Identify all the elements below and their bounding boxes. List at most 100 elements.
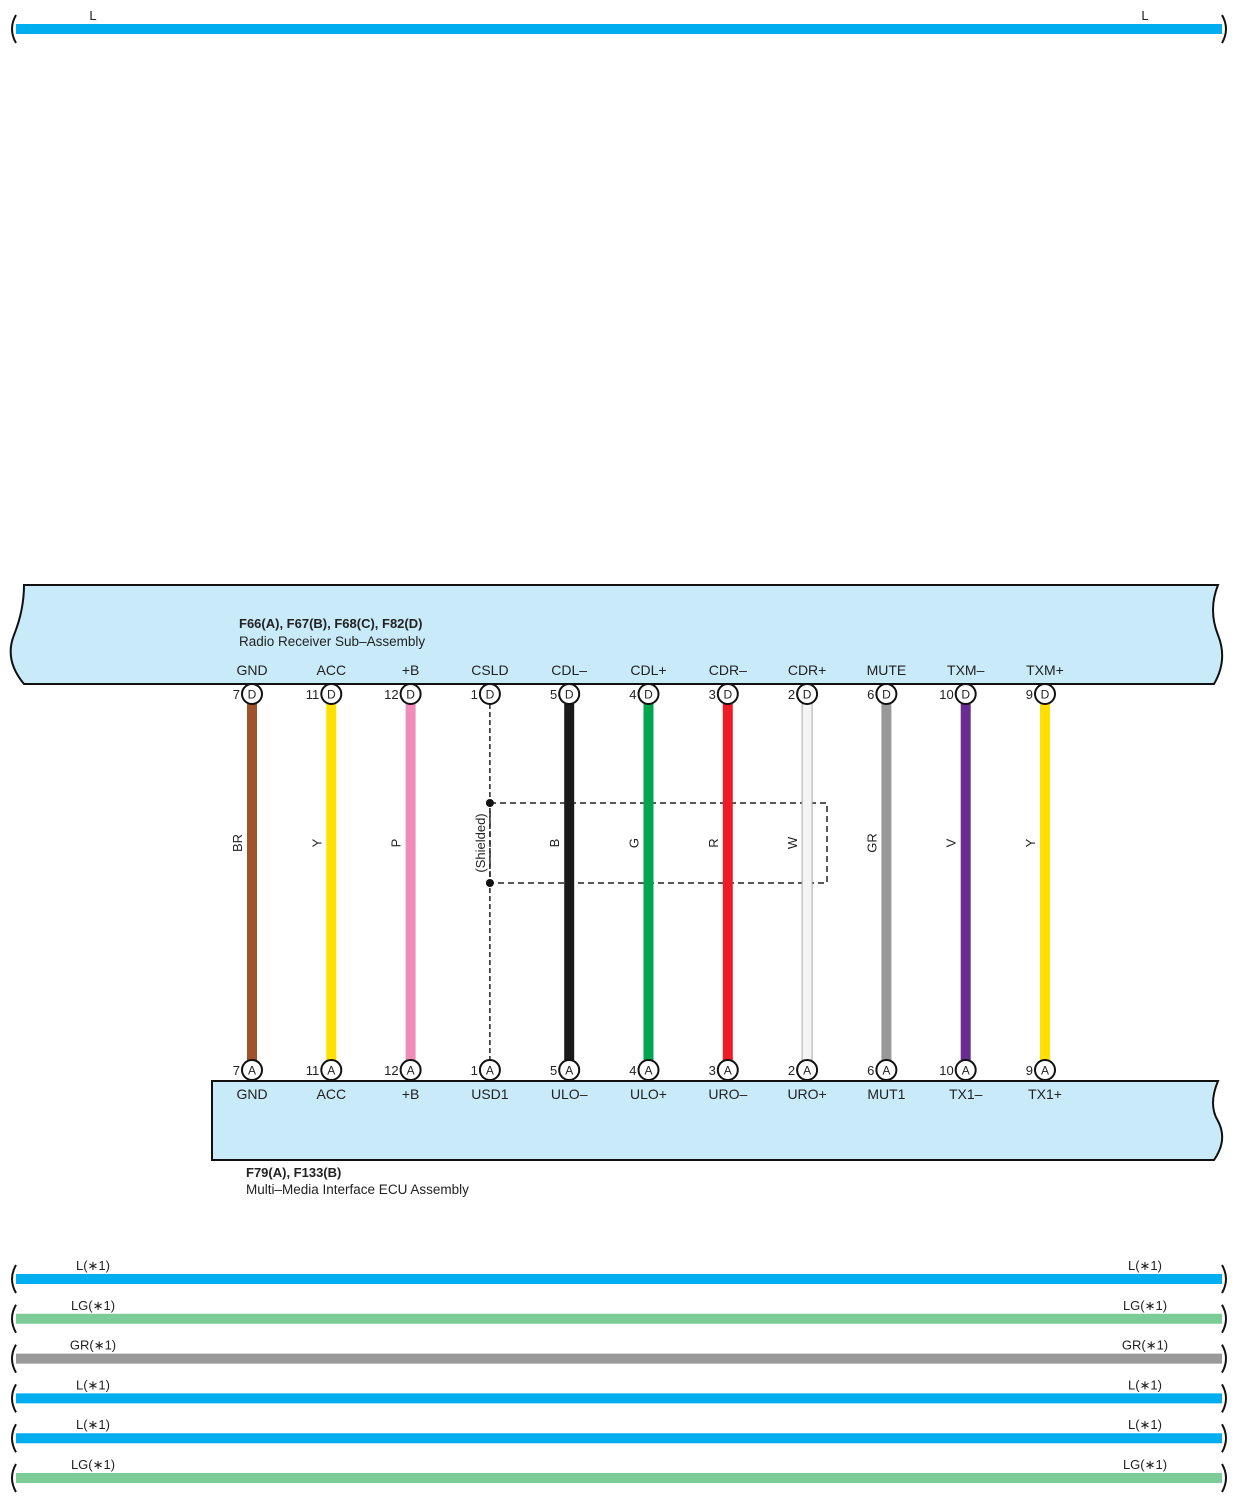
bottom-connector-letter: A [1041, 1064, 1049, 1078]
top-pin-label: CSLD [471, 662, 508, 678]
bus-break-right [1221, 1383, 1227, 1413]
top-connector-letter: D [327, 688, 336, 702]
wire-color-code: GR [864, 833, 879, 853]
wire-color-code: B [547, 839, 562, 848]
bottom-connector-letter: A [565, 1064, 573, 1078]
bus-break-left [11, 1423, 17, 1453]
bottom-terminal [399, 1059, 422, 1081]
top-pin-label: TXM– [947, 662, 985, 678]
top-terminal [875, 683, 898, 705]
bottom-pin-number: 9 [1026, 1063, 1033, 1078]
radio-receiver-name: Radio Receiver Sub–Assembly [239, 634, 425, 649]
bottom-pin-number: 4 [629, 1063, 636, 1078]
top-connector-letter: D [723, 688, 732, 702]
bottom-bus-group: L(∗1) L(∗1) LG(∗1) LG(∗1) GR(∗1)GR(∗1) L(∗1) L… [11, 1258, 1227, 1493]
bus-break-left [11, 14, 17, 44]
bus-wire: GR(∗1)GR(∗1) [11, 1338, 1227, 1374]
top-pin-label: CDL– [551, 662, 587, 678]
bottom-pin-number: 2 [788, 1063, 795, 1078]
bottom-pin-number: 6 [867, 1063, 874, 1078]
bus-label-left: L(∗1) [76, 1258, 110, 1273]
top-pin-label: ACC [317, 662, 347, 678]
top-terminal [478, 683, 501, 705]
bus-label-left: LG(∗1) [71, 1457, 115, 1472]
bus-label-right: LG(∗1) [1123, 1298, 1167, 1313]
bottom-pin-number: 7 [233, 1063, 240, 1078]
bottom-connector-letter: A [644, 1064, 652, 1078]
bus-break-right [1221, 1304, 1227, 1334]
top-connector-letter: D [961, 688, 970, 702]
top-pin-label: CDL+ [630, 662, 666, 678]
wire-group: BRD7GNDA7GNDYD11ACCA11ACCPD12+BA12+BD1CS… [230, 662, 1064, 1102]
radio-receiver-codes: F66(A), F67(B), F68(C), F82(D) [239, 616, 422, 631]
top-pin-number: 3 [709, 687, 716, 702]
wire-color-code: BR [230, 834, 245, 852]
bottom-terminal [796, 1059, 819, 1081]
wire-color-code: R [706, 838, 721, 847]
bus-wire: L(∗1) L(∗1) [11, 1258, 1227, 1294]
bottom-pin-number: 1 [471, 1063, 478, 1078]
bottom-terminal [558, 1059, 581, 1081]
top-connector-letter: D [803, 688, 812, 702]
bottom-terminal [637, 1059, 660, 1081]
wire-color-code: Y [309, 838, 324, 847]
bottom-terminal [478, 1059, 501, 1081]
bottom-connector-letter: A [803, 1064, 811, 1078]
bottom-pin-label: MUT1 [867, 1086, 905, 1102]
bus-break-left [11, 1383, 17, 1413]
top-pin-number: 12 [384, 687, 398, 702]
bottom-terminal [1034, 1059, 1056, 1081]
bottom-terminal [716, 1059, 739, 1081]
top-pin-number: 4 [629, 687, 636, 702]
top-pin-number: 7 [233, 687, 240, 702]
bus-wire: LG(∗1) LG(∗1) [11, 1457, 1227, 1493]
bottom-terminal [875, 1059, 898, 1081]
bus-break-right [1221, 1423, 1227, 1453]
wire-color-code: V [944, 838, 959, 847]
top-connector-letter: D [1041, 688, 1050, 702]
bottom-pin-label: URO– [708, 1086, 747, 1102]
bottom-pin-label: ULO– [551, 1086, 588, 1102]
top-pin-label: GND [236, 662, 267, 678]
top-pin-label: TXM+ [1026, 662, 1064, 678]
bus-wire: L(∗1)L(∗1) [11, 1417, 1227, 1453]
top-terminal [954, 683, 977, 705]
top-pin-number: 5 [550, 687, 557, 702]
top-terminal [716, 683, 739, 705]
bottom-connector-letter: A [962, 1064, 970, 1078]
bus-label-left: LG(∗1) [71, 1298, 115, 1313]
top-connector-letter: D [248, 688, 257, 702]
wire-color-code: P [389, 839, 404, 848]
bottom-pin-label: +B [402, 1086, 420, 1102]
bus-label-left: L(∗1) [76, 1417, 110, 1432]
wire-line [801, 703, 813, 1061]
top-terminal [320, 683, 343, 705]
bottom-pin-label: ULO+ [630, 1086, 667, 1102]
shield-label: (Shielded) [473, 813, 488, 872]
shield-junction-dot [485, 799, 494, 807]
top-pin-label: MUTE [867, 662, 907, 678]
bus-break-left [11, 1264, 17, 1294]
top-connector-letter: D [406, 688, 415, 702]
top-pin-number: 9 [1026, 687, 1033, 702]
top-terminal [558, 683, 581, 705]
bottom-pin-label: TX1– [949, 1086, 983, 1102]
bottom-terminal [320, 1059, 343, 1081]
top-connector-letter: D [644, 688, 653, 702]
bus-break-left [11, 1344, 17, 1374]
bottom-connector-letter: A [248, 1064, 256, 1078]
bus-wire: LG(∗1) LG(∗1) [11, 1298, 1227, 1334]
bus-label-right: L(∗1) [1128, 1258, 1162, 1273]
bottom-pin-label: ACC [317, 1086, 347, 1102]
bus-label-right: LG(∗1) [1123, 1457, 1167, 1472]
bus-break-left [11, 1463, 17, 1493]
bus-label-right: L [1141, 8, 1148, 23]
radio-receiver-box [9, 584, 1224, 685]
